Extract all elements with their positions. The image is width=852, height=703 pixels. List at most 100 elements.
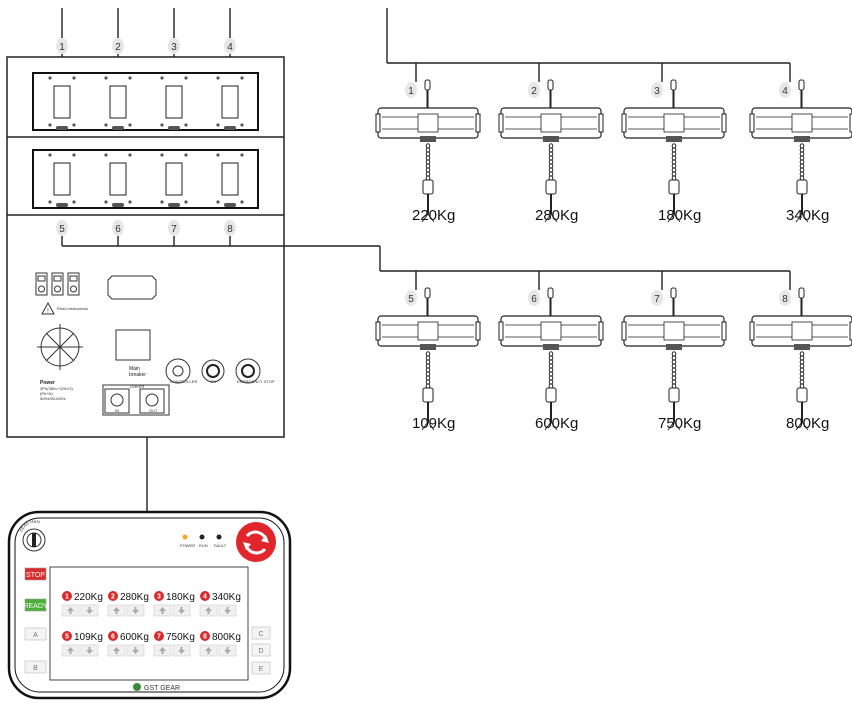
fuse-holders <box>35 272 80 296</box>
svg-text:3Ph(380v+220v/3): 3Ph(380v+220v/3) <box>40 386 73 391</box>
slot-index-badge <box>62 591 72 601</box>
arrow-down-icon <box>132 607 139 614</box>
hoist-number-badge: 7 <box>651 290 663 306</box>
svg-text:3: 3 <box>157 594 161 601</box>
arrow-up-icon <box>159 647 166 654</box>
svg-text:1: 1 <box>59 42 65 53</box>
slot-load-label: 280Kg <box>120 592 149 603</box>
svg-text:7: 7 <box>157 634 161 641</box>
socket-1 <box>48 153 76 207</box>
svg-text:STOP: STOP <box>26 572 45 579</box>
svg-text:8: 8 <box>227 224 233 235</box>
svg-text:POWER: POWER <box>180 543 195 548</box>
slot-index-badge <box>200 591 210 601</box>
socket-4 <box>216 153 244 207</box>
arrow-up-icon <box>113 647 120 654</box>
button-c[interactable]: C <box>251 626 271 640</box>
button-e[interactable]: E <box>251 661 271 675</box>
display-window <box>107 275 157 300</box>
svg-text:4: 4 <box>203 594 207 601</box>
arrow-up-icon <box>67 647 74 654</box>
button-b[interactable]: B <box>24 660 47 674</box>
slot-index-badge <box>108 631 118 641</box>
socket-3 <box>160 76 188 130</box>
hoist-5: 5 109Kg <box>375 287 481 432</box>
arrow-up-icon <box>67 607 74 614</box>
brand-name: GST GEAR <box>144 685 180 692</box>
slot-index-badge <box>154 591 164 601</box>
arrow-down-icon <box>224 607 231 614</box>
socket-strip-bottom <box>32 149 259 209</box>
svg-text:EMERGENCY STOP: EMERGENCY STOP <box>237 379 275 384</box>
hoist-8: 8 800Kg <box>749 287 852 432</box>
arrow-down-icon <box>86 647 93 654</box>
svg-text:RUN: RUN <box>199 543 208 548</box>
hoist-2: 2 280Kg <box>498 79 604 224</box>
socket-2 <box>104 76 132 130</box>
arrow-up-icon <box>113 607 120 614</box>
svg-text:7: 7 <box>654 294 660 305</box>
status-indicators: POWER RUN FAULT <box>180 534 227 548</box>
svg-text:2: 2 <box>115 42 121 53</box>
svg-text:2: 2 <box>531 86 537 97</box>
svg-text:8: 8 <box>782 294 788 305</box>
slot-index-badge <box>154 631 164 641</box>
stop-button[interactable]: STOP <box>24 567 47 581</box>
channel-number-7: 7 <box>168 220 180 236</box>
svg-text:5: 5 <box>408 294 414 305</box>
button-a[interactable]: A <box>24 627 47 641</box>
slot-load-label: 340Kg <box>212 592 241 603</box>
svg-text:OUT: OUT <box>149 408 158 413</box>
slot-index-badge <box>62 631 72 641</box>
socket-4 <box>216 76 244 130</box>
hoist-load-label: 800Kg <box>786 415 829 432</box>
fault-indicator <box>216 534 222 540</box>
screen-hoist-slot-2[interactable]: 2 280Kg <box>107 591 149 617</box>
socket-1 <box>48 76 76 130</box>
svg-text:ON: ON <box>210 379 216 384</box>
svg-text:7: 7 <box>171 224 177 235</box>
svg-text:4: 4 <box>227 42 233 53</box>
hoist-number-badge: 4 <box>779 82 791 98</box>
emergency-stop-button[interactable] <box>236 522 276 562</box>
slot-index-badge <box>200 631 210 641</box>
screen-hoist-slot-4[interactable]: 4 340Kg <box>199 591 241 617</box>
svg-text:1: 1 <box>65 594 69 601</box>
svg-text:FAULT: FAULT <box>214 543 227 548</box>
button-d[interactable]: D <box>251 643 271 657</box>
channel-number-5: 5 <box>56 220 68 236</box>
ready-button[interactable]: READY <box>23 598 48 612</box>
svg-text:Power: Power <box>40 380 55 386</box>
arrow-up-icon <box>205 607 212 614</box>
svg-text:6: 6 <box>115 224 121 235</box>
svg-text:B: B <box>33 665 38 672</box>
hoist-load-label: 109Kg <box>412 415 455 432</box>
svg-text:5: 5 <box>65 634 69 641</box>
hoist-load-label: 280Kg <box>535 207 578 224</box>
svg-text:CONTROLLER: CONTROLLER <box>170 379 197 384</box>
socket-3 <box>160 153 188 207</box>
power-indicator <box>182 534 188 540</box>
arrow-up-icon <box>205 647 212 654</box>
hoist-number-badge: 3 <box>651 82 663 98</box>
remote-controller: DEAD MAN POWER RUN FAULT STOP READY <box>7 510 292 700</box>
svg-text:2: 2 <box>111 594 115 601</box>
svg-text:breaker: breaker <box>129 372 146 378</box>
svg-text:IN: IN <box>115 408 119 413</box>
hoist-load-label: 750Kg <box>658 415 701 432</box>
arrow-down-icon <box>224 647 231 654</box>
cabinet-input-cables <box>61 8 231 57</box>
hoist-wiring <box>61 8 791 512</box>
channel-number-1: 1 <box>56 38 68 54</box>
